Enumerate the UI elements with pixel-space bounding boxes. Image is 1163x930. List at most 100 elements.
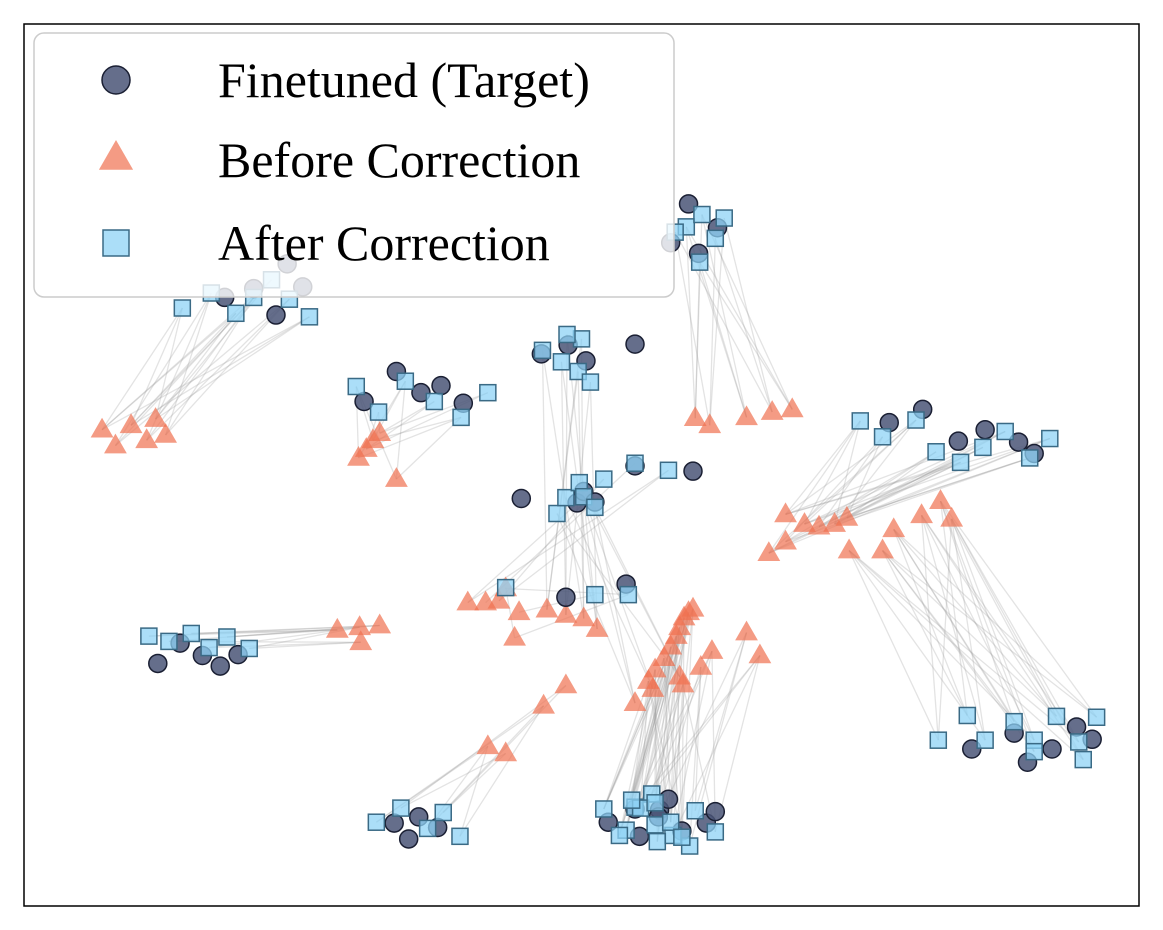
correction-link — [939, 500, 1015, 722]
after-correction-point — [425, 392, 444, 411]
correction-link — [848, 550, 1035, 741]
before-correction-point — [683, 406, 707, 427]
finetuned-target-point — [210, 656, 230, 676]
correction-link — [395, 416, 462, 480]
correction-link — [101, 312, 237, 431]
after-correction-point — [479, 383, 497, 402]
correction-link — [834, 461, 961, 525]
after-correction-point — [951, 453, 970, 472]
before-correction-point — [823, 512, 847, 532]
correction-link — [654, 646, 672, 803]
after-correction-point — [240, 639, 258, 658]
correction-link — [631, 658, 665, 801]
correction-link — [804, 461, 961, 525]
correction-link — [674, 232, 711, 426]
after-correction-point — [646, 794, 664, 812]
correction-link — [848, 550, 939, 741]
correction-link — [400, 752, 506, 809]
after-correction-point — [715, 209, 733, 227]
correction-link — [920, 514, 1035, 741]
after-correction-point — [347, 377, 366, 396]
correction-link — [723, 217, 773, 413]
after-correction-point — [586, 585, 604, 604]
correction-link — [191, 629, 338, 635]
correction-link — [803, 420, 861, 525]
after-correction-point — [548, 504, 566, 523]
correction-link — [768, 461, 961, 554]
correction-link — [459, 705, 545, 837]
after-correction-point — [622, 791, 641, 809]
correction-link — [694, 262, 701, 419]
after-correction-point — [1070, 733, 1088, 751]
correction-link — [672, 650, 713, 836]
correction-link — [818, 451, 937, 528]
finetuned-target-point — [148, 653, 168, 674]
finetuned-target-point — [1008, 432, 1029, 452]
after-correction-point — [200, 638, 218, 657]
after-correction-point — [996, 422, 1014, 441]
correction-link — [804, 430, 1006, 525]
finetuned-target-point — [1042, 739, 1062, 759]
after-correction-point — [1041, 429, 1059, 448]
after-correction-point — [873, 428, 892, 446]
correction-link — [785, 461, 961, 516]
correction-link — [165, 298, 290, 436]
after-correction-point — [690, 253, 709, 271]
correction-link — [670, 617, 685, 823]
finetuned-target-point — [556, 587, 576, 608]
before-correction-point — [774, 529, 797, 550]
correction-link — [848, 550, 1084, 761]
correction-link — [940, 500, 1098, 718]
after-correction-point — [673, 828, 691, 846]
before-correction-point — [698, 413, 722, 434]
before-correction-point — [535, 597, 559, 618]
correction-link — [541, 350, 548, 610]
after-correction-point — [218, 628, 236, 646]
correction-link — [804, 419, 917, 525]
correction-link — [101, 307, 183, 431]
after-correction-point — [533, 341, 552, 360]
correction-link — [379, 400, 435, 434]
correction-link — [834, 419, 917, 525]
legend-marker-after-correction-icon — [102, 229, 130, 257]
before-correction-point — [572, 606, 596, 627]
correction-link — [634, 655, 761, 808]
before-correction-point — [757, 541, 781, 561]
before-correction-point — [623, 691, 647, 711]
correction-link — [639, 681, 650, 809]
after-correction-point — [396, 372, 415, 390]
after-correction-point — [626, 454, 644, 472]
correction-link — [647, 680, 683, 838]
correction-link — [578, 482, 636, 704]
correction-link — [881, 550, 968, 716]
after-correction-point — [552, 353, 571, 371]
before-correction-point — [700, 639, 724, 659]
legend-marker-before-correction-icon — [98, 140, 134, 170]
before-correction-point — [368, 613, 392, 634]
correction-link — [651, 655, 761, 795]
correction-link — [155, 312, 237, 420]
after-correction-point — [140, 627, 158, 645]
correction-link — [709, 238, 716, 426]
correction-link — [921, 514, 1080, 743]
correction-link — [681, 608, 694, 838]
correction-link — [785, 430, 1006, 516]
after-correction-point — [558, 325, 576, 344]
correction-link — [785, 419, 917, 515]
correction-link — [694, 632, 748, 811]
before-correction-point — [144, 407, 167, 427]
after-correction-point — [1025, 742, 1043, 761]
correction-link — [101, 316, 310, 431]
after-correction-point — [557, 488, 575, 507]
before-correction-point — [368, 421, 392, 442]
data-points — [90, 194, 1106, 855]
correction-link — [130, 312, 237, 426]
before-correction-point — [90, 417, 114, 438]
finetuned-target-point — [398, 829, 419, 849]
correction-link — [594, 507, 636, 704]
correction-link — [546, 338, 583, 610]
after-correction-point — [586, 498, 604, 517]
correction-link — [714, 238, 773, 413]
before-correction-point — [325, 617, 349, 638]
before-correction-point — [668, 664, 692, 685]
